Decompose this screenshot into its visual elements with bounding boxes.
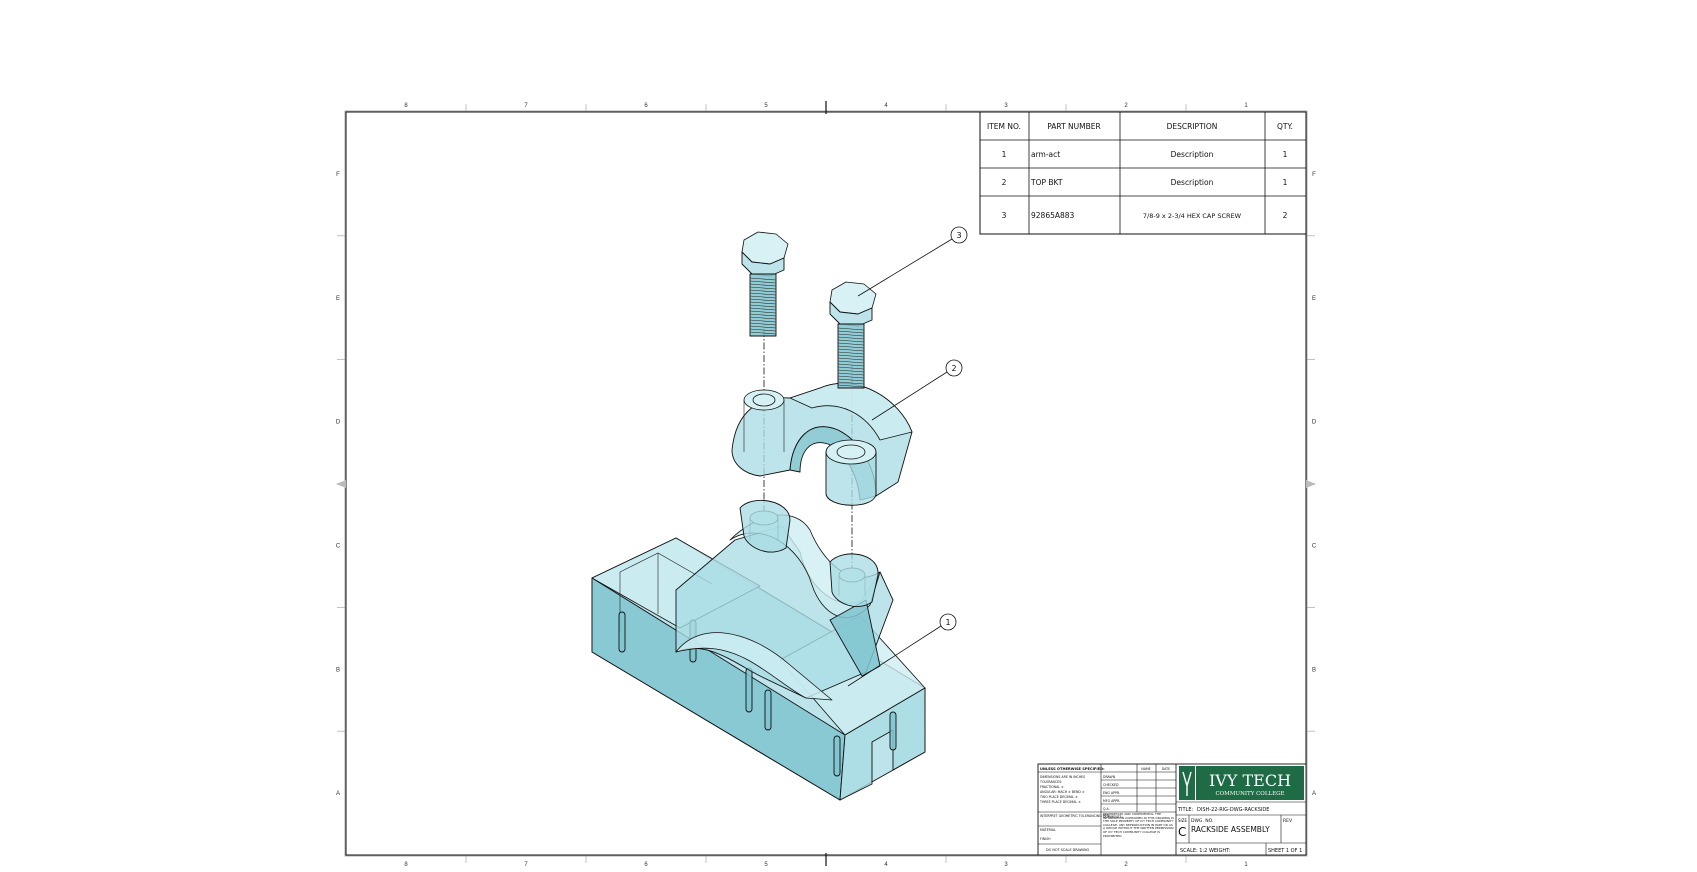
zone-row-left-B: B — [336, 667, 340, 673]
part-top-bracket — [731, 383, 913, 506]
bom-row3-part: 92865A883 — [1031, 211, 1075, 220]
zone-col-top-4: 4 — [884, 103, 888, 109]
tb-dwg-label: DWG. NO. — [1191, 818, 1213, 824]
center-mark-right — [1306, 480, 1316, 488]
zone-col-top-6: 6 — [644, 103, 648, 109]
bom-row2-part: TOP BKT — [1030, 178, 1063, 187]
tb-note-5: TWO PLACE DECIMAL ± — [1039, 795, 1078, 799]
tb-note-4: ANGULAR: MACH ± BEND ± — [1040, 790, 1085, 794]
bom-row3-qty: 2 — [1283, 211, 1288, 220]
zone-col-bottom-3: 3 — [1004, 862, 1008, 868]
tb-role-mfg: MFG APPR. — [1103, 799, 1120, 803]
tb-title-label: TITLE: — [1177, 807, 1194, 813]
bom-row2-item: 2 — [1002, 178, 1007, 187]
part-hex-cap-screw-left — [741, 231, 789, 337]
bom-row2-qty: 1 — [1283, 178, 1288, 187]
tb-sheet: SHEET 1 OF 1 — [1268, 848, 1302, 854]
zone-col-bottom-5: 5 — [764, 862, 768, 868]
zone-col-top-3: 3 — [1004, 103, 1008, 109]
tb-size-label: SIZE — [1178, 818, 1187, 823]
leader-3 — [857, 238, 953, 297]
bom-header-desc: DESCRIPTION — [1167, 122, 1218, 131]
bom-header-item: ITEM NO. — [987, 122, 1021, 131]
tb-interpret: INTERPRET GEOMETRIC TOLERANCING PER: — [1040, 814, 1110, 818]
balloon-item-3: 3 — [950, 226, 968, 244]
bill-of-materials: ITEM NO. PART NUMBER DESCRIPTION QTY. 1 … — [979, 111, 1307, 235]
tb-logo-line1: IVY TECH — [1209, 771, 1291, 790]
leader-2 — [871, 371, 948, 421]
bom-row3-item: 3 — [1002, 211, 1007, 220]
tb-scale: SCALE: 1:2 WEIGHT: — [1180, 848, 1231, 854]
tb-rev-label: REV — [1283, 818, 1293, 824]
title-block: UNLESS OTHERWISE SPECIFIED: DIMENSIONS A… — [1037, 763, 1307, 856]
zone-row-left-E: E — [336, 296, 340, 302]
tb-note-6: THREE PLACE DECIMAL ± — [1039, 800, 1081, 804]
zone-row-left-C: C — [336, 543, 341, 549]
zone-col-top-7: 7 — [524, 103, 528, 109]
tb-drawing-title: RACKSIDE ASSEMBLY — [1191, 825, 1270, 834]
bom-header-part: PART NUMBER — [1047, 122, 1100, 131]
tb-note-1: DIMENSIONS ARE IN INCHES — [1040, 775, 1085, 779]
zone-col-bottom-8: 8 — [404, 862, 408, 868]
zone-col-bottom-4: 4 — [884, 862, 888, 868]
zone-row-left-F: F — [336, 172, 340, 178]
tb-role-qa: Q.A. — [1103, 807, 1110, 811]
zone-col-bottom-2: 2 — [1124, 862, 1128, 868]
tb-size: C — [1178, 825, 1186, 839]
zone-col-bottom-6: 6 — [644, 862, 648, 868]
svg-text:3: 3 — [956, 231, 961, 240]
tb-date-header: DATE — [1162, 767, 1170, 771]
tb-role-comments: COMMENTS: — [1103, 815, 1123, 819]
tb-unless-noted: UNLESS OTHERWISE SPECIFIED: — [1040, 767, 1105, 771]
bom-header-qty: QTY. — [1277, 122, 1293, 131]
bom-row1-qty: 1 — [1283, 150, 1288, 159]
zone-row-right-A: A — [1312, 791, 1316, 797]
tb-title: DISH-22-RIG-DWG-RACKSIDE — [1197, 807, 1269, 813]
bom-row3-desc: 7/8-9 x 2-3/4 HEX CAP SCREW — [1143, 212, 1242, 220]
tb-note-3: FRACTIONAL ± — [1040, 785, 1064, 789]
screw-threads-left — [749, 277, 777, 335]
zone-col-top-8: 8 — [404, 103, 408, 109]
tb-do-not-scale: DO NOT SCALE DRAWING — [1046, 848, 1090, 852]
bom-row1-item: 1 — [1002, 150, 1007, 159]
tb-role-eng: ENG APPR. — [1103, 791, 1120, 795]
zone-row-right-F: F — [1312, 172, 1316, 178]
part-hex-cap-screw-right — [829, 281, 877, 389]
tb-note-2: TOLERANCES: — [1039, 780, 1062, 784]
tb-logo-line2: COMMUNITY COLLEGE — [1215, 791, 1284, 797]
tb-role-checked: CHECKED — [1103, 783, 1119, 787]
balloon-item-2: 2 — [945, 359, 963, 377]
bom-row1-desc: Description — [1171, 150, 1214, 159]
zone-row-right-C: C — [1312, 543, 1317, 549]
tb-finish: FINISH — [1040, 837, 1051, 841]
tb-proprietary-note: PROPRIETARY AND CONFIDENTIAL THE INFORMA… — [1103, 812, 1174, 838]
balloon-item-1: 1 — [939, 613, 957, 631]
screw-threads-right — [837, 327, 865, 388]
zone-row-left-A: A — [336, 791, 340, 797]
zone-row-right-E: E — [1312, 296, 1316, 302]
zone-col-bottom-7: 7 — [524, 862, 528, 868]
exploded-assembly-view — [591, 231, 926, 801]
tb-name-header: NAME — [1141, 767, 1150, 771]
tb-material: MATERIAL — [1040, 828, 1056, 832]
leader-1 — [847, 625, 942, 687]
bom-row2-desc: Description — [1171, 178, 1214, 187]
zone-row-left-D: D — [336, 420, 341, 426]
part-base-bracket — [591, 499, 926, 801]
zone-col-top-1: 1 — [1244, 103, 1248, 109]
zone-col-bottom-1: 1 — [1244, 862, 1248, 868]
bom-row1-part: arm-act — [1031, 150, 1060, 159]
tb-role-drawn: DRAWN — [1103, 775, 1116, 779]
zone-row-right-B: B — [1312, 667, 1316, 673]
zone-col-top-2: 2 — [1124, 103, 1128, 109]
svg-text:1: 1 — [945, 618, 950, 627]
svg-text:2: 2 — [951, 364, 956, 373]
center-mark-left — [336, 480, 346, 488]
zone-row-right-D: D — [1312, 420, 1317, 426]
ivy-tech-leaf-icon — [1182, 771, 1192, 796]
zone-col-top-5: 5 — [764, 103, 768, 109]
